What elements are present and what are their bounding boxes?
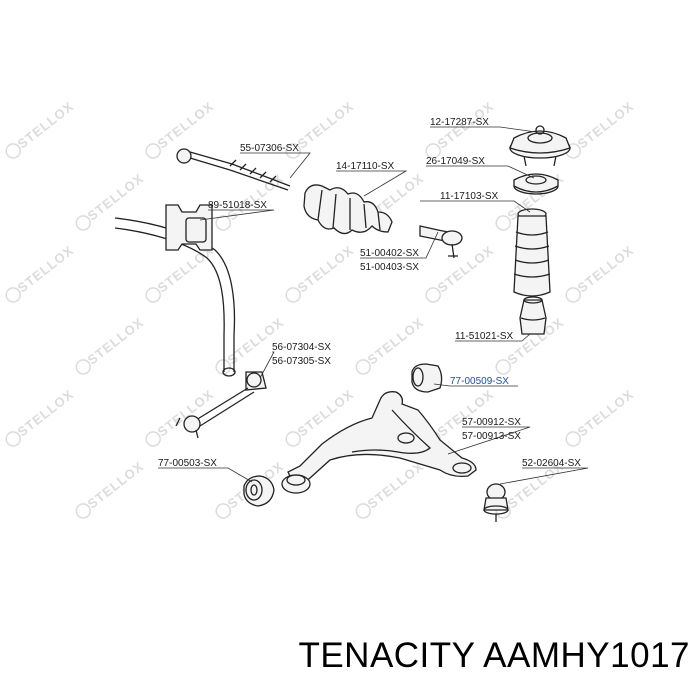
steering-boot xyxy=(303,184,393,235)
part-label-highlighted: 77-00509-SX xyxy=(450,376,509,387)
part-label: 51-00402-SX xyxy=(360,248,419,259)
watermark-mark: STELLOX xyxy=(75,314,147,375)
svg-text:STELLOX: STELLOX xyxy=(155,98,217,151)
watermark-mark: STELLOX xyxy=(355,458,427,519)
watermark-mark: STELLOX xyxy=(75,458,147,519)
part-label: 56-07305-SX xyxy=(272,356,331,367)
part-label: 12-17287-SX xyxy=(430,117,489,128)
part-label: 57-00912-SX xyxy=(462,417,521,428)
svg-text:STELLOX: STELLOX xyxy=(295,242,357,295)
part-label: 51-00403-SX xyxy=(360,262,419,273)
control-arm-bushing-arm xyxy=(281,474,311,494)
svg-text:STELLOX: STELLOX xyxy=(85,314,147,367)
watermark-mark: STELLOX xyxy=(75,170,147,231)
svg-text:STELLOX: STELLOX xyxy=(365,314,427,367)
part-label: 89-51018-SX xyxy=(208,200,267,211)
leader-lines xyxy=(158,126,589,485)
strut-bellow xyxy=(513,208,551,297)
product-caption: TENACITY AAMHY1017 xyxy=(298,636,690,675)
watermark-mark: STELLOX xyxy=(565,242,637,303)
svg-text:STELLOX: STELLOX xyxy=(85,458,147,511)
svg-text:STELLOX: STELLOX xyxy=(15,386,77,439)
strut-bearing xyxy=(513,173,559,195)
svg-text:STELLOX: STELLOX xyxy=(575,386,637,439)
part-labels: 12-17287-SX 55-07306-SX 14-17110-SX 26-1… xyxy=(158,117,581,469)
svg-text:STELLOX: STELLOX xyxy=(365,458,427,511)
tie-rod xyxy=(176,148,291,191)
control-arm-bushing-rear xyxy=(243,475,275,507)
watermark-mark: STELLOX xyxy=(565,98,637,159)
tie-rod-end xyxy=(419,225,463,259)
part-label: 14-17110-SX xyxy=(336,161,395,172)
control-arm xyxy=(287,391,477,484)
watermark-mark: STELLOX xyxy=(5,386,77,447)
bump-stop xyxy=(519,296,547,335)
part-label: 56-07304-SX xyxy=(272,342,331,353)
part-label: 52-02604-SX xyxy=(522,458,581,469)
control-arm-bushing-front xyxy=(411,363,443,393)
watermark-mark: STELLOX xyxy=(425,242,497,303)
watermark-mark: STELLOX xyxy=(425,98,497,159)
svg-text:STELLOX: STELLOX xyxy=(15,98,77,151)
part-label: 26-17049-SX xyxy=(426,156,485,167)
watermark-mark: STELLOX xyxy=(145,242,217,303)
svg-text:STELLOX: STELLOX xyxy=(575,98,637,151)
svg-text:STELLOX: STELLOX xyxy=(15,242,77,295)
strut-mount xyxy=(509,125,571,167)
part-label: 11-51021-SX xyxy=(455,331,514,342)
part-label: 57-00913-SX xyxy=(462,431,521,442)
svg-text:STELLOX: STELLOX xyxy=(85,170,147,223)
ball-joint xyxy=(483,483,509,522)
watermark-mark: STELLOX xyxy=(145,386,217,447)
stabilizer-bar xyxy=(114,217,236,377)
part-label: 77-00503-SX xyxy=(158,458,217,469)
watermark-mark: STELLOX xyxy=(5,98,77,159)
stabilizer-bushing xyxy=(165,204,213,251)
part-label: 55-07306-SX xyxy=(240,143,299,154)
svg-text:STELLOX: STELLOX xyxy=(575,242,637,295)
watermark-mark: STELLOX xyxy=(5,242,77,303)
svg-text:STELLOX: STELLOX xyxy=(435,242,497,295)
svg-text:STELLOX: STELLOX xyxy=(295,98,357,151)
watermark-mark: STELLOX xyxy=(565,386,637,447)
watermark-mark: STELLOX xyxy=(285,242,357,303)
part-label: 11-17103-SX xyxy=(440,191,499,202)
